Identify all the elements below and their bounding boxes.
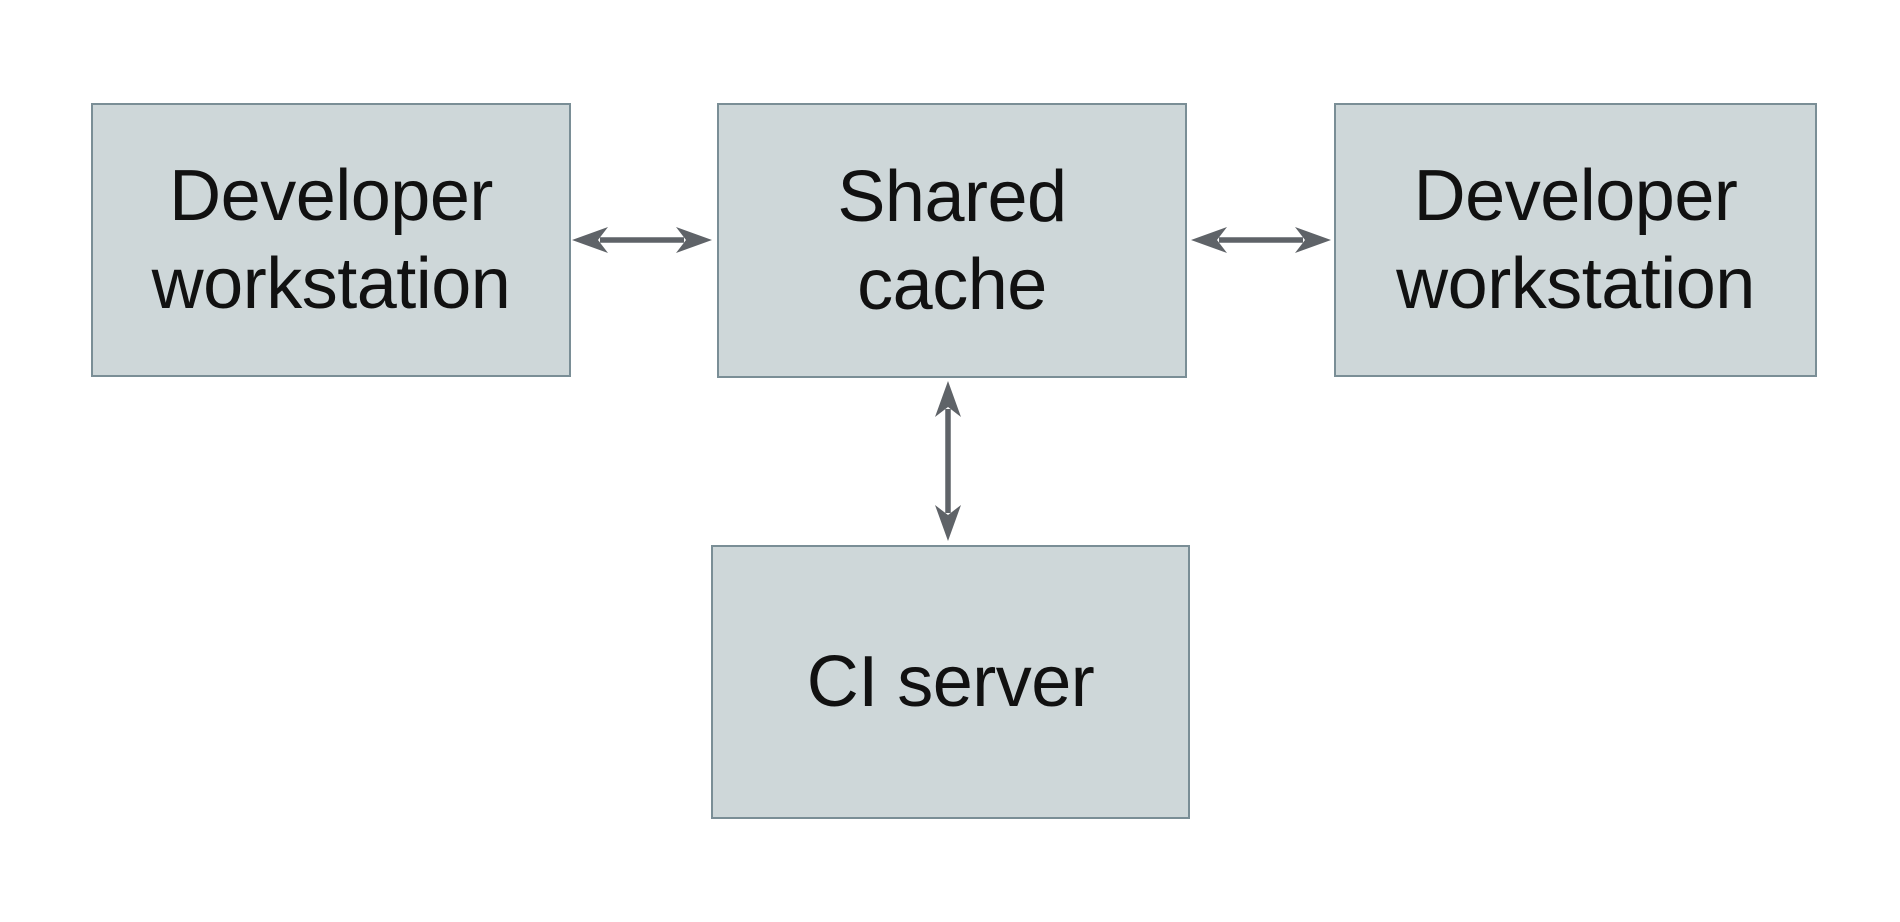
- label-line: cache: [857, 244, 1047, 325]
- arrowhead-right-icon: [676, 227, 712, 253]
- label-line: workstation: [1396, 244, 1755, 324]
- node-label-ci-server: CI server: [807, 638, 1095, 726]
- node-developer-workstation-right: Developer workstation: [1334, 103, 1817, 377]
- arrowhead-left-icon: [572, 227, 608, 253]
- node-shared-cache: Shared cache: [717, 103, 1187, 378]
- arrowhead-left-icon: [1191, 227, 1227, 253]
- arrowhead-up-icon: [935, 381, 961, 417]
- arrowhead-down-icon: [935, 505, 961, 541]
- label-line: CI server: [806, 642, 1095, 722]
- arrowhead-right-icon: [1295, 227, 1331, 253]
- label-line: Shared: [837, 156, 1067, 237]
- node-label-shared-cache: Shared cache: [837, 153, 1067, 329]
- double-arrow-shared-cache-right-workstation: [1191, 227, 1331, 253]
- double-arrow-left-workstation-shared-cache: [572, 227, 712, 253]
- node-developer-workstation-left: Developer workstation: [91, 103, 571, 377]
- label-line: Developer: [1413, 156, 1738, 236]
- node-label-developer-workstation-left: Developer workstation: [152, 152, 511, 328]
- node-label-developer-workstation-right: Developer workstation: [1396, 152, 1755, 328]
- node-ci-server: CI server: [711, 545, 1190, 819]
- label-line: Developer: [169, 156, 493, 236]
- label-line: workstation: [151, 244, 511, 324]
- double-arrow-shared-cache-ci-server: [935, 381, 961, 541]
